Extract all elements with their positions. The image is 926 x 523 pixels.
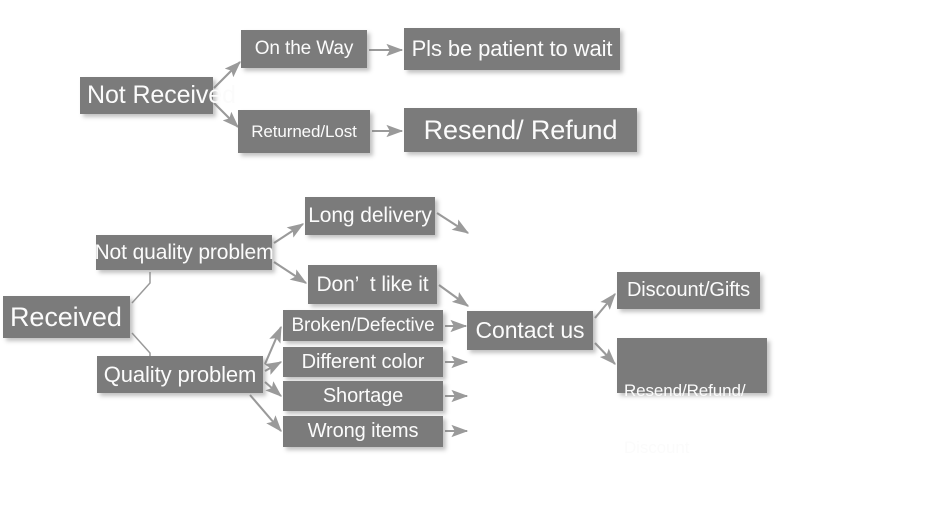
node-long-delivery[interactable]: Long delivery (305, 197, 435, 235)
edge-quality-shortage (264, 381, 282, 397)
node-quality-problem[interactable]: Quality problem (97, 356, 263, 393)
node-resend-refund-discount-line1: Resend/Refund/ (624, 381, 746, 401)
edge-contact-us-discount-gifts (594, 293, 616, 319)
edge-contact-us-resend-refund-discount (594, 342, 616, 365)
edge-received-not-quality (131, 272, 151, 304)
edge-not-quality-dont-like (273, 261, 308, 284)
node-resend-refund-discount[interactable]: Resend/Refund/ Discount (617, 338, 767, 457)
node-broken-defective[interactable]: Broken/Defective (283, 310, 443, 341)
edge-not-quality-long-delivery (273, 223, 305, 244)
node-wrong-items[interactable]: Wrong items (283, 416, 443, 447)
edge-quality-broken (264, 325, 282, 365)
node-shortage[interactable]: Shortage (283, 381, 443, 411)
node-not-quality-problem[interactable]: Not quality problem (94, 235, 274, 270)
edge-quality-wrong-items (249, 394, 282, 432)
node-discount-gifts[interactable]: Discount/Gifts (617, 272, 760, 309)
node-contact-us[interactable]: Contact us (467, 311, 593, 350)
node-resend-refund-discount-line2: Discount (624, 438, 690, 458)
node-different-color[interactable]: Different color (283, 347, 443, 377)
node-received[interactable]: Received (3, 296, 130, 338)
node-resend-refund[interactable]: Resend/ Refund (404, 108, 637, 152)
node-dont-like-it[interactable]: Don’ t like it (308, 265, 437, 304)
edge-long-delivery-contact-us (436, 212, 470, 234)
node-on-the-way[interactable]: On the Way (241, 30, 367, 68)
node-returned-lost[interactable]: Returned/Lost (238, 110, 370, 153)
node-not-received[interactable]: Not Received (80, 77, 236, 114)
node-pls-be-patient-to-wait[interactable]: Pls be patient to wait (404, 28, 620, 70)
edge-quality-different-color (264, 361, 283, 375)
edge-dont-like-contact-us (438, 284, 470, 307)
